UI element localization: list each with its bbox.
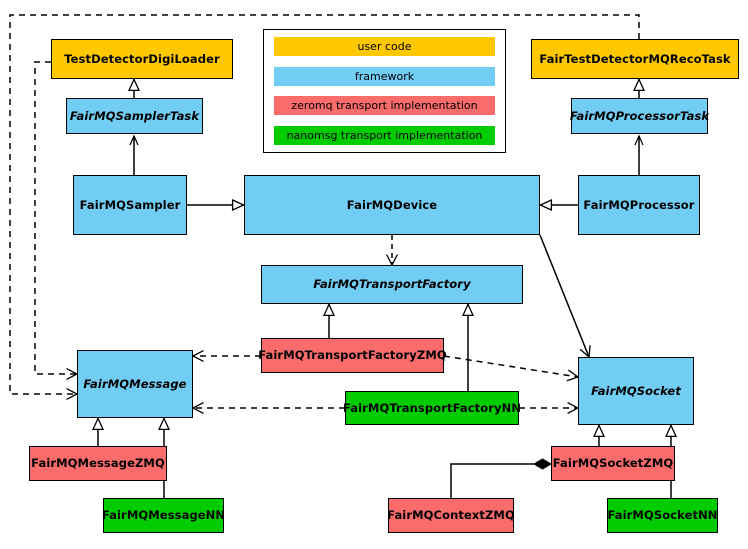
class-box-fairmq-message[interactable]: FairMQMessage xyxy=(77,350,193,418)
class-box-fairmq-processor-task[interactable]: FairMQProcessorTask xyxy=(569,98,710,134)
edge-device-to-socket xyxy=(539,234,591,359)
class-box-fairmq-sampler[interactable]: FairMQSampler xyxy=(73,175,187,235)
legend-label-nanomsg: nanomsg transport implementation xyxy=(286,128,483,142)
legend-item-nanomsg: nanomsg transport implementation xyxy=(274,125,495,145)
class-label: FairMQSamplerTask xyxy=(69,108,200,123)
class-label: FairMQProcessorTask xyxy=(569,108,710,123)
legend-item-user-code: user code xyxy=(274,37,495,56)
class-box-fairmq-message-nn[interactable]: FairMQMessageNN xyxy=(101,498,226,533)
class-label: FairMQSocketZMQ xyxy=(552,456,674,471)
class-label: FairMQSocket xyxy=(591,383,681,398)
class-label: FairMQContextZMQ xyxy=(387,508,515,523)
legend-item-zeromq: zeromq transport implementation xyxy=(274,96,495,116)
class-label: FairMQTransportFactory xyxy=(313,277,471,292)
class-box-fairmq-context-zmq[interactable]: FairMQContextZMQ xyxy=(387,498,515,533)
class-label: FairMQDevice xyxy=(346,197,438,212)
class-box-fairmq-transport-factory[interactable]: FairMQTransportFactory xyxy=(261,265,523,304)
class-label: FairMQMessageZMQ xyxy=(31,456,165,471)
class-box-fairmq-device[interactable]: FairMQDevice xyxy=(244,175,540,235)
class-label: TestDetectorDigiLoader xyxy=(64,51,220,66)
class-label: FairMQMessage xyxy=(83,376,187,391)
class-label: FairMQMessageNN xyxy=(101,508,226,523)
class-box-fairmq-socket[interactable]: FairMQSocket xyxy=(578,357,694,425)
class-box-fair-test-detector-mq-reco-task[interactable]: FairTestDetectorMQRecoTask xyxy=(531,39,739,79)
class-box-fairmq-socket-zmq[interactable]: FairMQSocketZMQ xyxy=(551,446,675,481)
legend-label-zeromq: zeromq transport implementation xyxy=(291,99,478,113)
class-box-fairmq-transport-factory-zmq[interactable]: FairMQTransportFactoryZMQ xyxy=(258,338,447,373)
legend-panel: user code framework zeromq transport imp… xyxy=(263,29,506,153)
class-box-fairmq-processor[interactable]: FairMQProcessor xyxy=(578,175,700,235)
legend-label-framework: framework xyxy=(354,69,415,83)
class-label: FairMQTransportFactoryNN xyxy=(342,400,522,415)
class-box-fairmq-socket-nn[interactable]: FairMQSocketNN xyxy=(607,498,718,533)
legend-label-user-code: user code xyxy=(357,40,412,53)
class-box-fairmq-transport-factory-nn[interactable]: FairMQTransportFactoryNN xyxy=(342,391,522,425)
class-box-fairmq-message-zmq[interactable]: FairMQMessageZMQ xyxy=(29,446,167,481)
edge-contextzmq-to-socketzmq xyxy=(450,458,552,498)
class-label: FairTestDetectorMQRecoTask xyxy=(539,51,731,66)
class-label: FairMQTransportFactoryZMQ xyxy=(258,348,447,363)
class-label: FairMQSampler xyxy=(79,197,181,212)
class-box-test-detector-digi-loader[interactable]: TestDetectorDigiLoader xyxy=(51,39,233,79)
class-box-fairmq-sampler-task[interactable]: FairMQSamplerTask xyxy=(66,98,203,134)
class-label: FairMQProcessor xyxy=(583,197,695,212)
class-label: FairMQSocketNN xyxy=(607,508,718,523)
legend-item-framework: framework xyxy=(274,66,495,86)
edge-tfzmq-to-socket xyxy=(443,355,580,382)
